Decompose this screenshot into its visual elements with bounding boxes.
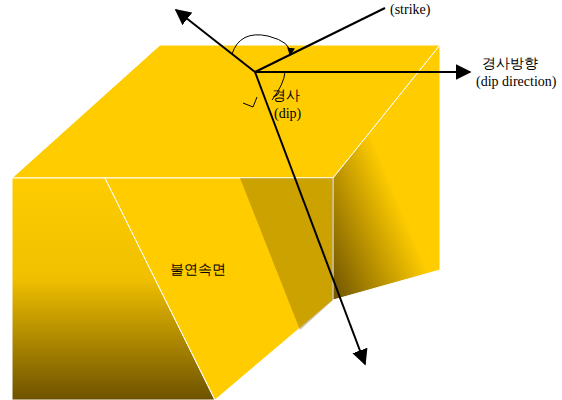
label-text: 경사방향 (482, 56, 538, 72)
label-text: 경사 (272, 88, 300, 104)
right-angle-mark (243, 97, 257, 107)
normal-arrow (176, 10, 255, 72)
dip-arrow (255, 72, 365, 364)
strike-line (255, 8, 385, 72)
label-text: (dip direction) (476, 74, 556, 90)
label-text: (dip) (274, 106, 301, 122)
label-text: (strike) (390, 2, 430, 18)
dip-direction-arrow (255, 71, 470, 73)
plane-shadow (240, 178, 333, 330)
discontinuity-plane (105, 178, 333, 400)
right-face (333, 45, 440, 300)
label-text: 불연속면 (170, 262, 226, 278)
angle-arc (232, 35, 290, 55)
